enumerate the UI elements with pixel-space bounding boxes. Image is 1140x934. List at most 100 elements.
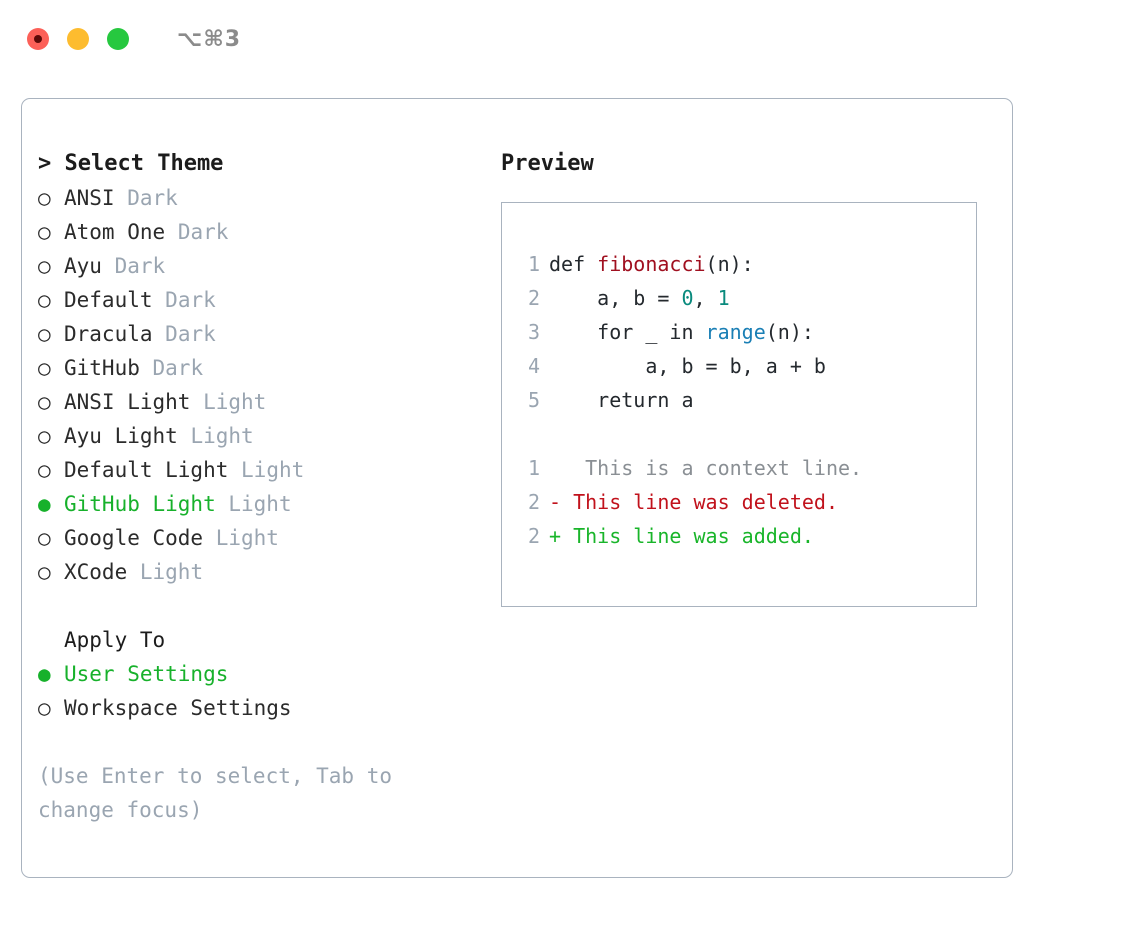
- theme-row-ansi[interactable]: ○ ANSI Dark: [38, 181, 488, 215]
- theme-mode-label: Light: [203, 390, 267, 414]
- radio-unselected-icon: ○: [38, 696, 51, 720]
- theme-row-github[interactable]: ○ GitHub Dark: [38, 351, 488, 385]
- theme-name: ANSI: [64, 186, 115, 210]
- code-token: 0: [681, 286, 694, 310]
- line-number: 2: [527, 286, 540, 310]
- line-number: 3: [527, 320, 540, 344]
- radio-unselected-icon: ○: [38, 288, 51, 312]
- theme-row-google-code[interactable]: ○Google Code Light: [38, 521, 488, 555]
- theme-name: Ayu Light: [64, 424, 178, 448]
- line-number: 2: [527, 524, 540, 548]
- apply-to-label: User Settings: [64, 662, 229, 686]
- theme-name: XCode: [64, 560, 128, 584]
- theme-name: Ayu: [64, 254, 102, 278]
- code-token: return a: [549, 388, 694, 412]
- code-diff-spacer: [516, 417, 976, 451]
- apply-to-row-user-settings[interactable]: ● User Settings: [38, 657, 488, 691]
- diff-line: 1 This is a context line.: [516, 451, 976, 485]
- theme-gap: [153, 288, 166, 312]
- code-line: 3 for _ in range(n):: [516, 315, 976, 349]
- theme-mode-label: Dark: [165, 322, 216, 346]
- theme-row-dracula[interactable]: ○Dracula Dark: [38, 317, 488, 351]
- diff-sample: 1 This is a context line.2- This line wa…: [516, 451, 976, 553]
- theme-gap: [216, 492, 229, 516]
- code-token: a, b = b, a + b: [549, 354, 826, 378]
- apply-to-header: Apply To: [64, 628, 166, 652]
- theme-gap: [203, 526, 216, 550]
- radio-unselected-icon: ○: [38, 560, 51, 584]
- apply-to-row-workspace-settings[interactable]: ○ Workspace Settings: [38, 691, 488, 725]
- radio-unselected-icon: ○: [38, 186, 51, 210]
- radio-unselected-icon: ○: [38, 458, 51, 482]
- theme-name: Default: [64, 288, 153, 312]
- theme-mode-label: Light: [241, 458, 305, 482]
- diff-marker: [549, 456, 561, 480]
- line-number: 5: [527, 388, 540, 412]
- keyboard-shortcut-label: ⌥⌘3: [177, 26, 242, 52]
- select-theme-header: > Select Theme: [38, 151, 224, 176]
- theme-gap: [140, 356, 153, 380]
- preview-title: Preview: [501, 151, 594, 176]
- theme-row-ayu[interactable]: ○ Ayu Dark: [38, 249, 488, 283]
- theme-gap: [165, 220, 178, 244]
- theme-gap: [190, 390, 203, 414]
- theme-name: GitHub: [64, 356, 140, 380]
- theme-gap: [102, 254, 115, 278]
- theme-name: GitHub Light: [64, 492, 216, 516]
- theme-row-ayu-light[interactable]: ○ Ayu Light Light: [38, 419, 488, 453]
- diff-text: This line was deleted.: [561, 490, 838, 514]
- theme-gap: [153, 322, 166, 346]
- line-number: 1: [527, 456, 540, 480]
- diff-text: This is a context line.: [561, 456, 863, 480]
- diff-marker: +: [549, 524, 562, 548]
- theme-selection-column: > Select Theme ○ANSI Dark○Atom One Dark○…: [38, 147, 488, 827]
- code-token: 1: [717, 286, 730, 310]
- theme-row-github-light[interactable]: ● GitHub Light Light: [38, 487, 488, 521]
- code-line: 2 a, b = 0, 1: [516, 281, 976, 315]
- radio-unselected-icon: ○: [38, 424, 51, 448]
- theme-mode-label: Dark: [127, 186, 178, 210]
- code-token: for _ in: [549, 320, 706, 344]
- line-number: 4: [527, 354, 540, 378]
- radio-selected-icon: ●: [38, 662, 51, 686]
- diff-line: 2- This line was deleted.: [516, 485, 976, 519]
- theme-mode-label: Dark: [114, 254, 166, 278]
- theme-mode-label: Light: [139, 560, 204, 584]
- theme-name: Atom One: [64, 220, 166, 244]
- apply-to-list[interactable]: ● User Settings ○ Workspace Settings: [38, 657, 488, 725]
- theme-row-xcode[interactable]: ○ XCode Light: [38, 555, 488, 589]
- theme-row-default[interactable]: ○Default Dark: [38, 283, 488, 317]
- theme-mode-label: Light: [215, 526, 279, 550]
- theme-name: Dracula: [64, 322, 153, 346]
- theme-gap: [228, 458, 241, 482]
- theme-list[interactable]: ○ ANSI Dark ○ Atom One Dark ○ Ayu Dark ○ Defaul…: [38, 181, 488, 589]
- theme-row-ansi-light[interactable]: ○ANSI Light Light: [38, 385, 488, 419]
- theme-name: Default Light: [64, 458, 229, 482]
- maximize-button[interactable]: [107, 28, 129, 50]
- theme-mode-label: Dark: [152, 356, 204, 380]
- keyboard-hint-text: (Use Enter to select, Tab to change focu…: [38, 764, 393, 822]
- theme-row-atom-one[interactable]: ○Atom One Dark: [38, 215, 488, 249]
- code-line: 5 return a: [516, 383, 976, 417]
- apply-to-label: Workspace Settings: [64, 696, 292, 720]
- content-panel: > Select Theme ○ANSI Dark○Atom One Dark○…: [21, 98, 1013, 878]
- diff-line: 2+ This line was added.: [516, 519, 976, 553]
- radio-unselected-icon: ○: [38, 526, 51, 550]
- theme-mode-label: Light: [228, 492, 292, 516]
- radio-selected-icon: ●: [38, 492, 51, 516]
- radio-unselected-icon: ○: [38, 254, 51, 278]
- theme-gap: [178, 424, 191, 448]
- radio-unselected-icon: ○: [38, 220, 51, 244]
- theme-name: ANSI Light: [64, 390, 191, 414]
- theme-mode-label: Light: [190, 424, 254, 448]
- minimize-button[interactable]: [67, 28, 89, 50]
- theme-gap: [127, 560, 140, 584]
- theme-row-default-light[interactable]: ○ Default Light Light: [38, 453, 488, 487]
- code-token: a, b =: [549, 286, 682, 310]
- close-button[interactable]: [27, 28, 49, 50]
- radio-unselected-icon: ○: [38, 356, 51, 380]
